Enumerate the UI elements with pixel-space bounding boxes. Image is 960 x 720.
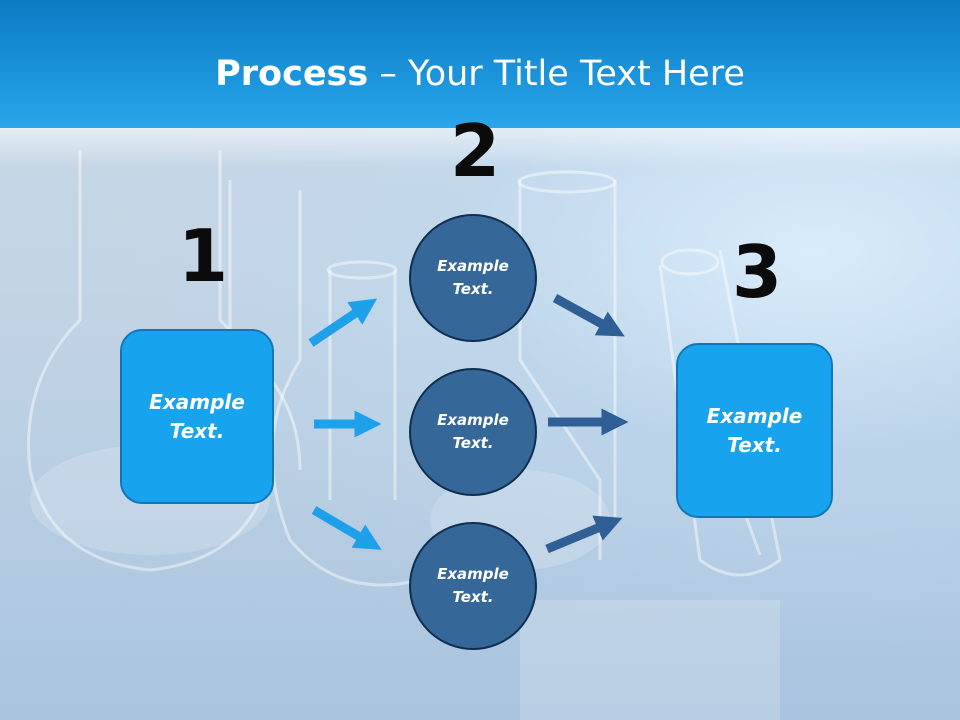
arrow-left-down	[311, 506, 382, 550]
title-bar-fade	[0, 128, 960, 168]
circle-1-text-line1: Example	[437, 257, 509, 275]
slide-title: Process – Your Title Text Here	[0, 52, 960, 96]
circle-2-text-line2: Text.	[452, 434, 494, 452]
arrow-right-down	[552, 294, 625, 337]
circle-2-text-line1: Example	[437, 411, 509, 429]
circle-1-text-line2: Text.	[452, 280, 494, 298]
step-number-2: 2	[450, 109, 501, 193]
slide-title-rest: – Your Title Text Here	[368, 54, 745, 94]
arrow-left-up	[308, 298, 378, 347]
circle-3-text-line1: Example	[437, 565, 509, 583]
step-3-text-line1: Example	[706, 403, 803, 428]
step-1-text-line1: Example	[149, 389, 245, 414]
step-3-text-line2: Text.	[727, 432, 782, 457]
right-arrows	[545, 294, 629, 554]
step-number-3: 3	[732, 230, 783, 314]
circle-3-text-line2: Text.	[452, 588, 494, 606]
slide-title-bold: Process	[215, 54, 369, 94]
arrow-right-up	[545, 515, 623, 554]
left-arrows	[308, 298, 382, 550]
title-bar	[0, 0, 960, 128]
step-1-text-line2: Text.	[169, 418, 225, 443]
step-number-1: 1	[178, 214, 229, 298]
